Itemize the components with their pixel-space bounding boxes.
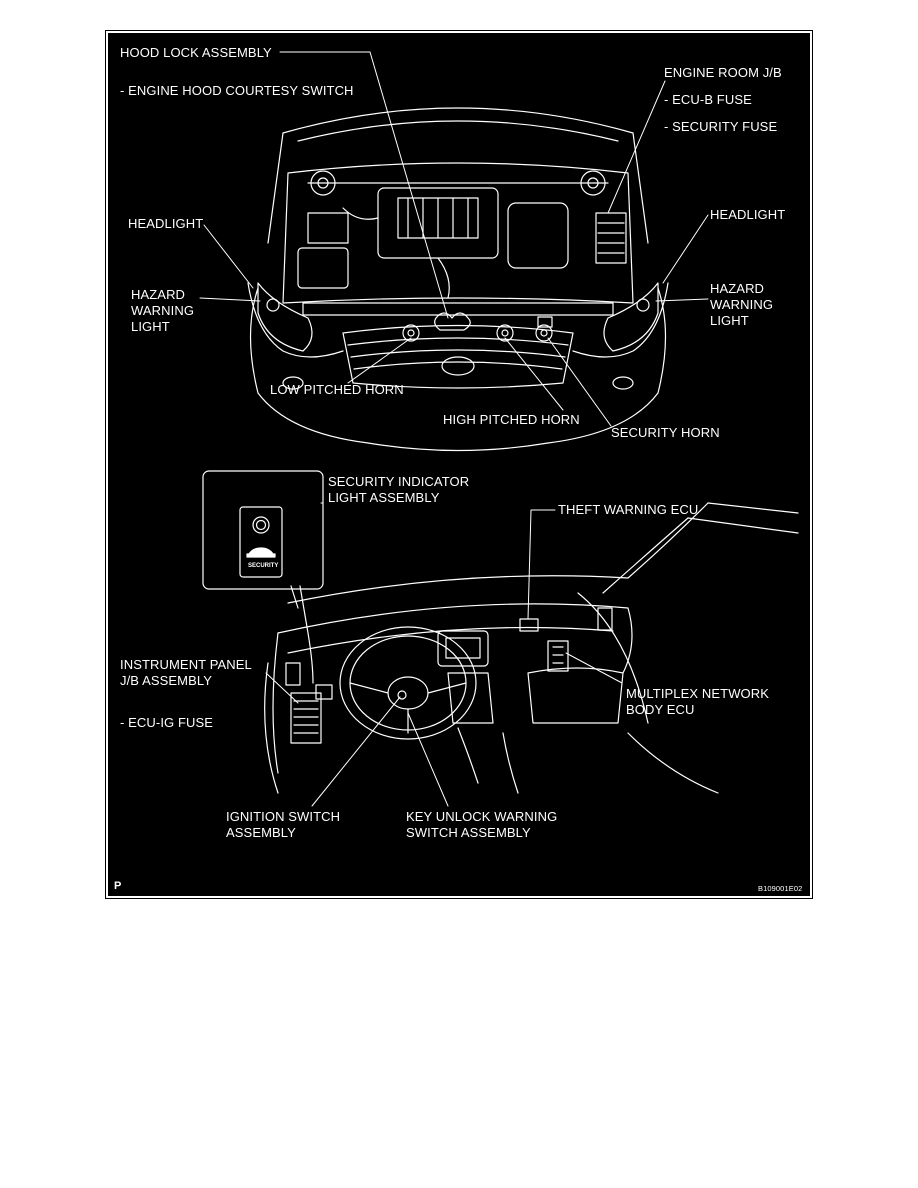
low-pitched-horn-label: LOW PITCHED HORN <box>270 382 404 397</box>
leader-lines <box>199 51 709 807</box>
security-indicator-inset <box>202 470 324 684</box>
ignition-switch-assembly-label: IGNITION SWITCH ASSEMBLY <box>226 809 341 840</box>
theft-warning-ecu-label: THEFT WARNING ECU <box>558 502 699 517</box>
hood-lock-assembly-label: HOOD LOCK ASSEMBLY <box>120 45 272 60</box>
engine-room-jb-label: ENGINE ROOM J/B <box>664 65 782 80</box>
vehicle-illustration <box>199 51 799 807</box>
security-fuse-label: - SECURITY FUSE <box>664 119 778 134</box>
security-badge-text: SECURITY <box>248 563 279 569</box>
corner-marker: P <box>114 880 122 892</box>
hazard-warning-light-right-label: HAZARD WARNING LIGHT <box>710 281 774 328</box>
ecu-ig-fuse-label: - ECU-IG FUSE <box>120 715 214 730</box>
ecu-b-fuse-label: - ECU-B FUSE <box>664 92 752 107</box>
diagram-frame: HOOD LOCK ASSEMBLY - ENGINE HOOD COURTES… <box>105 30 813 899</box>
security-indicator-light-assembly-label: SECURITY INDICATOR LIGHT ASSEMBLY <box>328 474 470 505</box>
hazard-warning-light-left-label: HAZARD WARNING LIGHT <box>131 287 195 334</box>
instrument-panel-jb-assembly-label: INSTRUMENT PANEL J/B ASSEMBLY <box>120 657 252 688</box>
interior-drawing <box>264 502 799 794</box>
high-pitched-horn-label: HIGH PITCHED HORN <box>443 412 580 427</box>
multiplex-network-body-ecu-label: MULTIPLEX NETWORK BODY ECU <box>626 686 770 717</box>
headlight-right-label: HEADLIGHT <box>710 207 786 222</box>
key-unlock-warning-switch-assembly-label: KEY UNLOCK WARNING SWITCH ASSEMBLY <box>406 809 558 840</box>
headlight-left-label: HEADLIGHT <box>128 216 204 231</box>
engine-bay-drawing <box>247 107 669 452</box>
engine-hood-courtesy-switch-label: - ENGINE HOOD COURTESY SWITCH <box>120 83 354 98</box>
figure-code: B109001E02 <box>758 884 803 893</box>
security-horn-label: SECURITY HORN <box>611 425 720 440</box>
